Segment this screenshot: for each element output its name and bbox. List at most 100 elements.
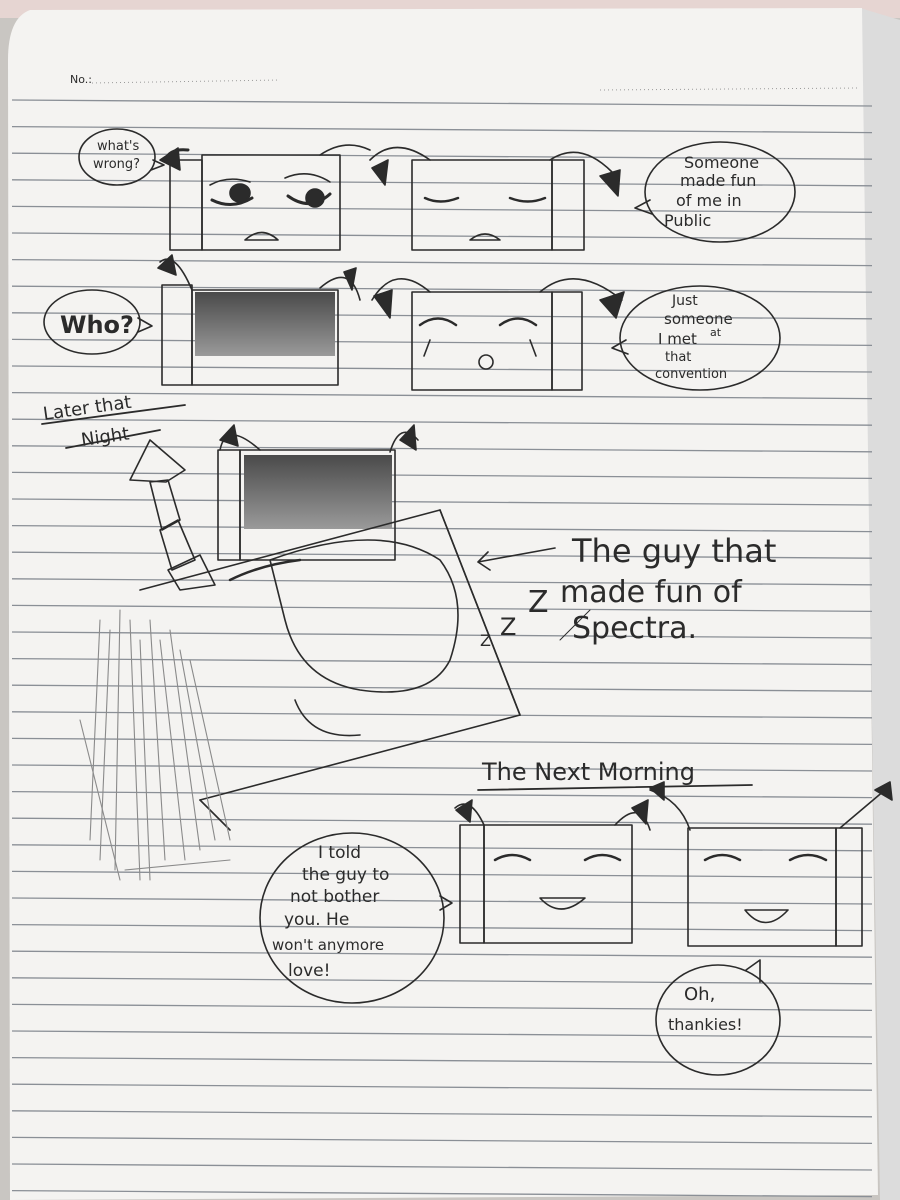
speech-bubble-oh-thankies bbox=[655, 964, 781, 1076]
bubble-told-line4: you. He bbox=[284, 910, 349, 930]
sleep-z-large: Z bbox=[528, 585, 549, 620]
character-right-crying bbox=[371, 277, 625, 391]
ruled-line bbox=[11, 125, 873, 134]
ruled-line bbox=[11, 99, 873, 107]
ruled-line bbox=[11, 950, 873, 958]
bubble-someone-line1: Someone bbox=[684, 153, 759, 172]
ruled-line bbox=[11, 285, 873, 293]
character-left-censored bbox=[157, 254, 361, 386]
caption-next-morning: The Next Morning bbox=[481, 758, 695, 786]
bubble-told-line5: won't anymore bbox=[272, 936, 384, 954]
ear-icon-8 bbox=[399, 424, 417, 451]
ruled-line bbox=[11, 365, 873, 373]
bubble-told-line2: the guy to bbox=[302, 865, 389, 885]
bubble-told-line6: love! bbox=[288, 961, 330, 981]
ear-icon-3 bbox=[157, 254, 177, 276]
bubble-told-line3: not bother bbox=[290, 887, 379, 907]
ruled-line bbox=[11, 631, 873, 639]
character-left-happy bbox=[454, 799, 651, 944]
censored-face-scribble bbox=[195, 292, 335, 356]
ruled-line bbox=[11, 870, 873, 879]
ruled-line bbox=[11, 551, 873, 559]
bubble-oh: Oh, bbox=[684, 984, 715, 1005]
character-right-sad bbox=[369, 146, 621, 251]
ruled-line bbox=[11, 817, 873, 825]
ruled-line bbox=[11, 179, 873, 187]
ruled-line bbox=[11, 1003, 873, 1012]
ear-icon-2 bbox=[599, 169, 621, 197]
sleeping-guy-body bbox=[269, 539, 459, 693]
bubble-someone-line4: Public bbox=[664, 211, 711, 230]
ruled-line bbox=[11, 737, 873, 746]
ruled-line bbox=[11, 578, 873, 586]
notebook-edge bbox=[860, 8, 900, 1200]
pencil-scribble-shading bbox=[79, 609, 231, 881]
ruled-line bbox=[11, 1030, 873, 1038]
note-guy-line3: Spectra. bbox=[572, 611, 697, 646]
ruled-line bbox=[11, 923, 873, 932]
ear-icon-9 bbox=[455, 799, 473, 823]
ruled-line bbox=[11, 1189, 873, 1198]
ruled-line bbox=[11, 764, 873, 772]
bubble-just-line4: that bbox=[665, 350, 691, 365]
panel-4 bbox=[259, 781, 893, 1076]
ruled-line bbox=[11, 445, 873, 453]
ear-icon bbox=[371, 159, 389, 186]
date-dotline bbox=[599, 87, 861, 91]
bubble-someone-line3: of me in bbox=[676, 191, 742, 210]
ear-left-icon bbox=[159, 147, 181, 171]
bubble-someone-line2: made fun bbox=[680, 171, 756, 190]
ruled-line bbox=[11, 790, 873, 799]
speech-bubble-just-someone bbox=[619, 285, 781, 391]
ear-icon-11 bbox=[649, 781, 665, 801]
ruled-line bbox=[11, 1163, 873, 1171]
ruled-lines bbox=[11, 99, 873, 1198]
ear-icon-6 bbox=[599, 291, 625, 319]
ear-icon-7 bbox=[219, 424, 239, 447]
speech-bubble-whats-wrong bbox=[78, 128, 156, 186]
ruled-line bbox=[11, 205, 873, 214]
bubble-whats-wrong-line1: what's bbox=[97, 139, 140, 154]
arrow-to-guy-icon bbox=[477, 547, 556, 571]
ruled-line bbox=[11, 524, 873, 533]
ear-icon-12 bbox=[874, 781, 893, 801]
character-left-sad bbox=[159, 144, 371, 251]
bubble-just-line3: I met bbox=[658, 330, 697, 348]
page-number-label: No.: bbox=[70, 73, 92, 86]
speech-bubble-who bbox=[43, 289, 141, 355]
speech-bubble-tail bbox=[150, 159, 165, 171]
shaded-face bbox=[244, 455, 392, 529]
ruled-line bbox=[11, 657, 873, 666]
ruled-line bbox=[11, 312, 873, 320]
panel-1 bbox=[78, 128, 796, 251]
ear-icon-4 bbox=[343, 267, 357, 291]
page-number-dotline bbox=[91, 79, 281, 84]
bubble-told-line1: I told bbox=[318, 843, 361, 863]
bubble-who: Who? bbox=[60, 311, 134, 339]
ruled-line bbox=[11, 844, 873, 852]
ruled-line bbox=[11, 338, 873, 347]
sleep-z-medium: Z bbox=[500, 613, 516, 641]
panel-3 bbox=[41, 404, 591, 881]
ruled-line bbox=[11, 977, 873, 985]
knife-icon bbox=[129, 439, 216, 591]
note-guy-line2: made fun of bbox=[560, 575, 743, 610]
bubble-just-line2: someone bbox=[664, 310, 733, 328]
ruled-line bbox=[11, 684, 873, 692]
bubble-just-line1: Just bbox=[671, 293, 698, 309]
sleep-z-small: Z bbox=[480, 631, 491, 650]
bubble-whats-wrong-line2: wrong? bbox=[93, 157, 140, 172]
ruled-line bbox=[11, 471, 873, 480]
note-guy-line1: The guy that bbox=[571, 532, 776, 570]
bubble-just-line5: convention bbox=[655, 367, 727, 382]
character-right-happy bbox=[649, 781, 893, 947]
ear-icon-10 bbox=[631, 799, 649, 825]
ruled-line bbox=[11, 604, 873, 613]
ruled-line bbox=[11, 1056, 873, 1065]
ear-icon-5 bbox=[373, 289, 393, 319]
bed-with-sleeping-guy bbox=[139, 509, 591, 831]
ruled-line bbox=[11, 1110, 873, 1118]
bubble-just-line3b: at bbox=[710, 326, 722, 339]
bubble-thankies: thankies! bbox=[668, 1015, 743, 1034]
